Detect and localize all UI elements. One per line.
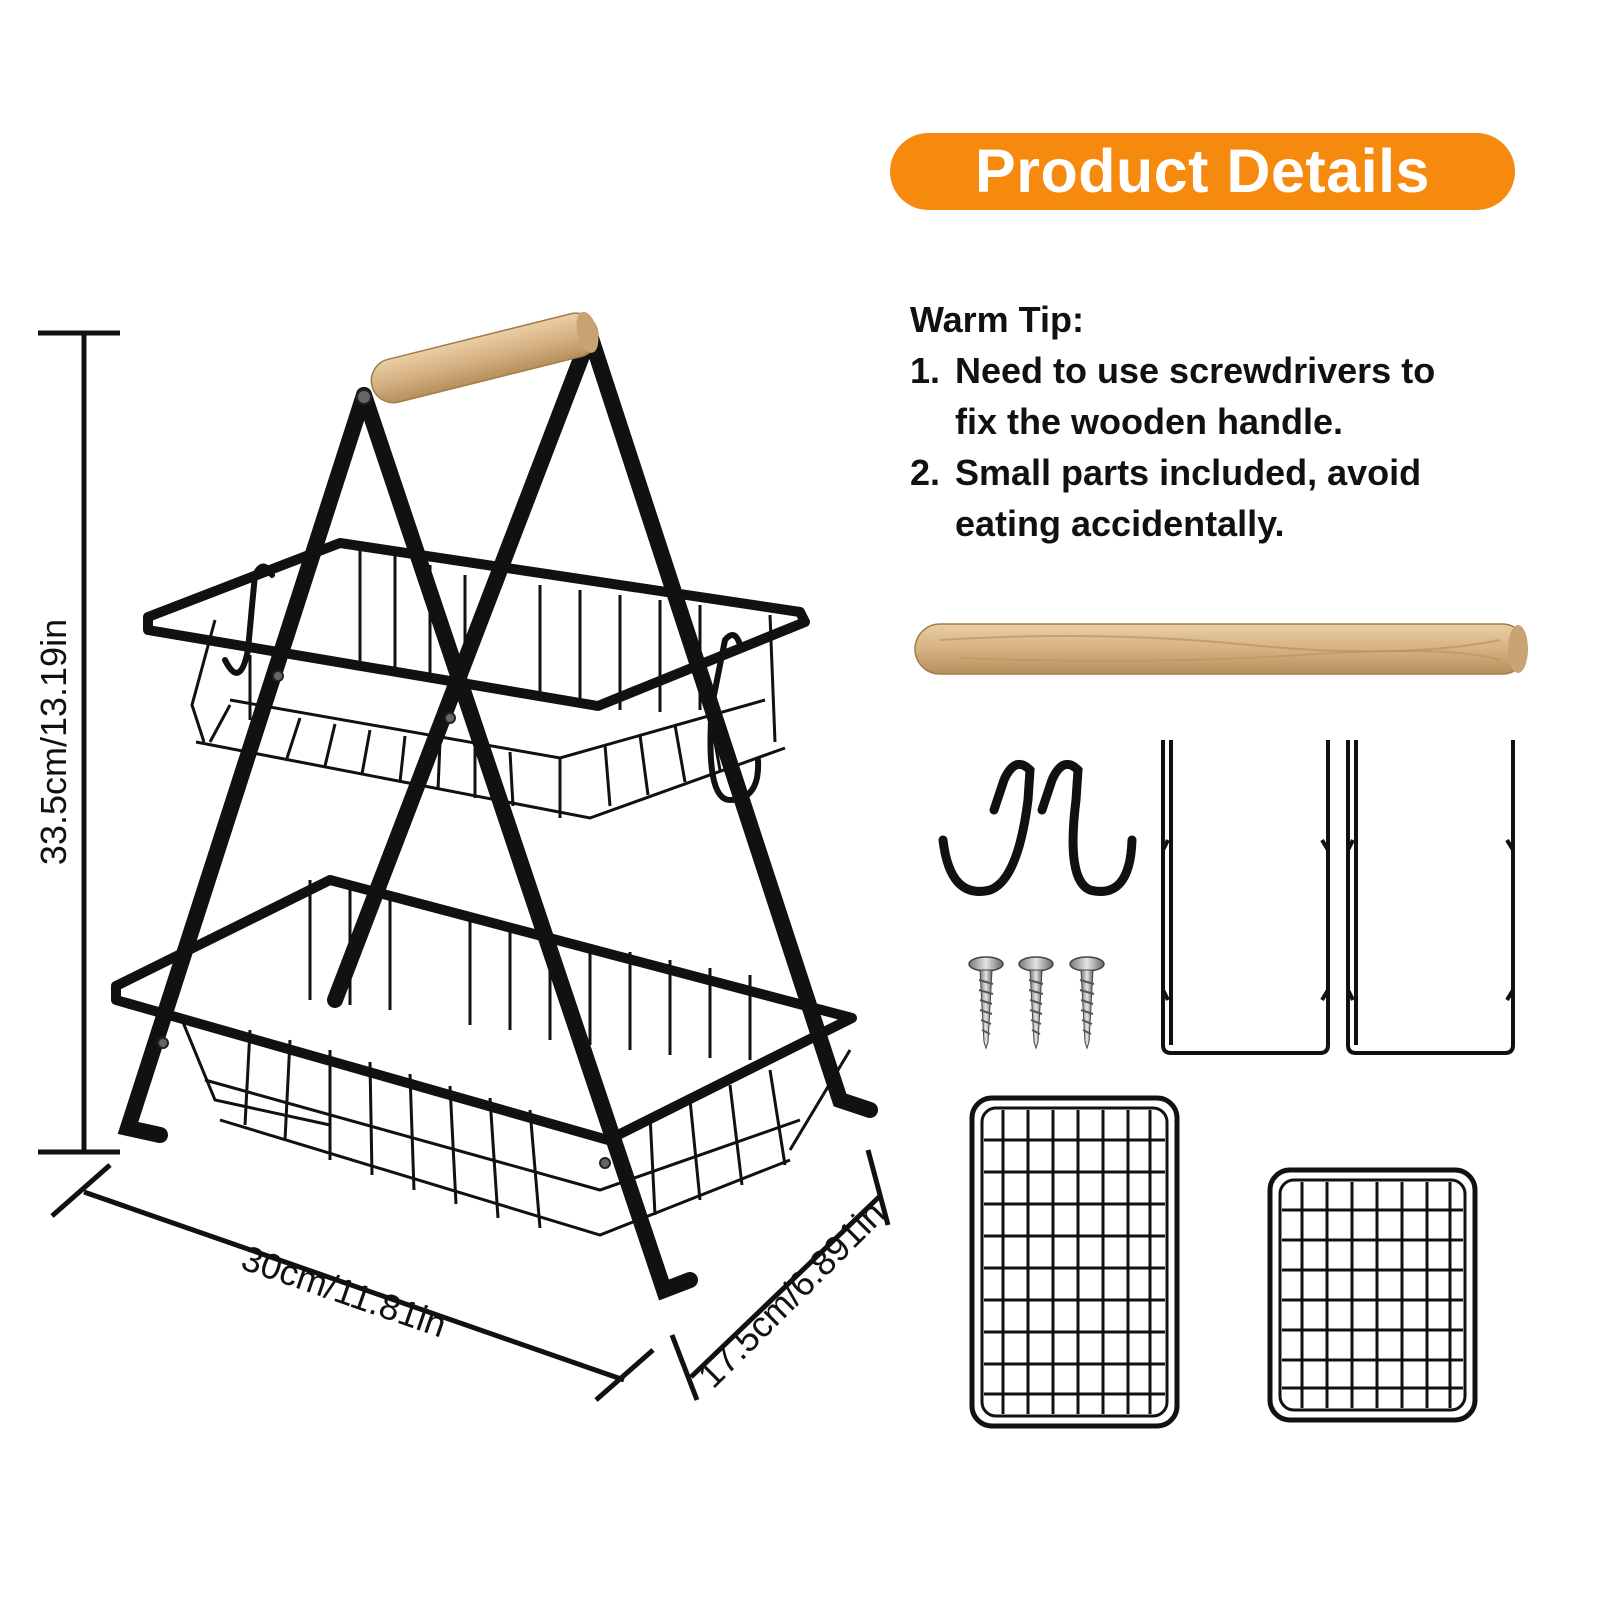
- warm-tip-line: Need to use screwdrivers to: [955, 350, 1436, 391]
- small-basket-grid-part: [1267, 1167, 1478, 1423]
- product-details-banner: Product Details: [890, 133, 1515, 210]
- depth-dimension: [669, 1149, 891, 1401]
- height-dimension: [38, 330, 120, 1155]
- warm-tip-number: 2.: [910, 452, 941, 493]
- warm-tip-heading: Warm Tip:: [910, 299, 1085, 340]
- warm-tip-item: 2. Small parts included, avoid eating ac…: [910, 447, 1570, 549]
- warm-tip-section: Warm Tip: 1. Need to use screwdrivers to…: [910, 294, 1570, 549]
- warm-tip-number: 1.: [910, 350, 941, 391]
- warm-tip-line: Small parts included, avoid: [955, 452, 1422, 493]
- warm-tip-line: eating accidentally.: [955, 503, 1285, 544]
- width-label: 30cm/11.81in: [236, 1237, 451, 1345]
- depth-label: 17.5cm/6.891in: [690, 1193, 893, 1396]
- width-dimension: [50, 1163, 655, 1402]
- warm-tip-item: 1. Need to use screwdrivers to fix the w…: [910, 345, 1570, 447]
- wooden-handle-part: [914, 623, 1528, 675]
- warm-tip-line: fix the wooden handle.: [955, 401, 1344, 442]
- frame-sides-part: [1161, 740, 1515, 1055]
- height-label: 33.5cm/13.19in: [33, 619, 74, 865]
- assembled-basket-image: [111, 311, 878, 1301]
- screws-part: [968, 956, 1105, 1050]
- large-basket-grid-part: [969, 1095, 1180, 1429]
- page-title: Product Details: [975, 137, 1430, 205]
- s-hooks-part: [938, 759, 1137, 896]
